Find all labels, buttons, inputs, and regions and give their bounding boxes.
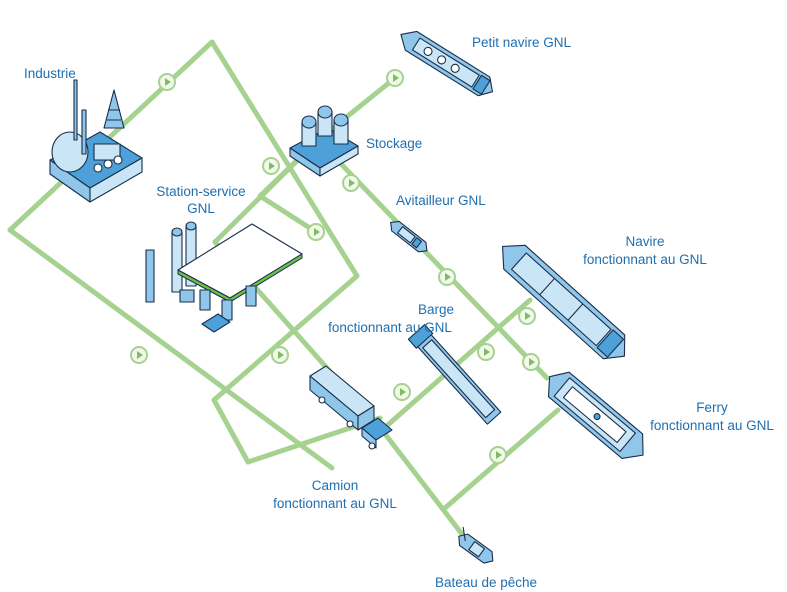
flow-arrow-icon (393, 383, 411, 401)
factory-icon (49, 79, 143, 203)
route-network (7, 39, 561, 541)
storage-tanks-icon (289, 105, 359, 177)
flow-arrow-icon (130, 346, 148, 364)
label-navire-line1: Navire (625, 234, 664, 249)
flow-arrow-icon (271, 346, 289, 364)
fishing-boat-icon (458, 526, 494, 564)
label-petit-navire: Petit navire GNL (472, 35, 572, 50)
label-station-line1: Station-service (156, 184, 245, 199)
label-camion-line2: fonctionnant au GNL (273, 496, 397, 511)
label-ferry-line1: Ferry (696, 400, 728, 415)
label-barge-line2: fonctionnant au GNL (328, 320, 452, 335)
flow-arrow-icon (518, 307, 536, 325)
bunker-vessel-icon (390, 220, 428, 253)
ferry-icon (547, 371, 644, 459)
lng-carrier-ship-icon (400, 30, 494, 97)
flow-arrow-icon (438, 268, 456, 286)
gas-station-icon (145, 221, 303, 333)
route-industry-storage (7, 227, 335, 471)
label-industrie: Industrie (24, 66, 76, 81)
flow-arrow-icon (342, 174, 360, 192)
flow-arrow-icon (307, 223, 325, 241)
labels: Industrie Petit navire GNL Stockage Stat… (24, 35, 774, 590)
label-ferry-line2: fonctionnant au GNL (650, 418, 774, 433)
route-truck-fishing (379, 427, 468, 541)
flow-arrow-icon (158, 73, 176, 91)
flow-arrow-icon (489, 446, 507, 464)
flow-arrow-icon (477, 343, 495, 361)
flow-arrow-icon (522, 353, 540, 371)
label-stockage: Stockage (366, 136, 422, 151)
barge-icon (407, 324, 502, 425)
label-camion-line1: Camion (312, 478, 359, 493)
label-bateau: Bateau de pêche (435, 575, 537, 590)
route-big-loop (7, 39, 383, 465)
flow-arrow-icon (386, 69, 404, 87)
flow-markers (130, 69, 540, 464)
label-barge-line1: Barge (418, 302, 454, 317)
truck-icon (309, 365, 393, 450)
label-navire-line2: fonctionnant au GNL (583, 252, 707, 267)
flow-arrow-icon (262, 157, 280, 175)
label-avitailleur: Avitailleur GNL (396, 193, 486, 208)
label-station-line2: GNL (187, 201, 215, 216)
lng-ship-icon (501, 244, 626, 360)
